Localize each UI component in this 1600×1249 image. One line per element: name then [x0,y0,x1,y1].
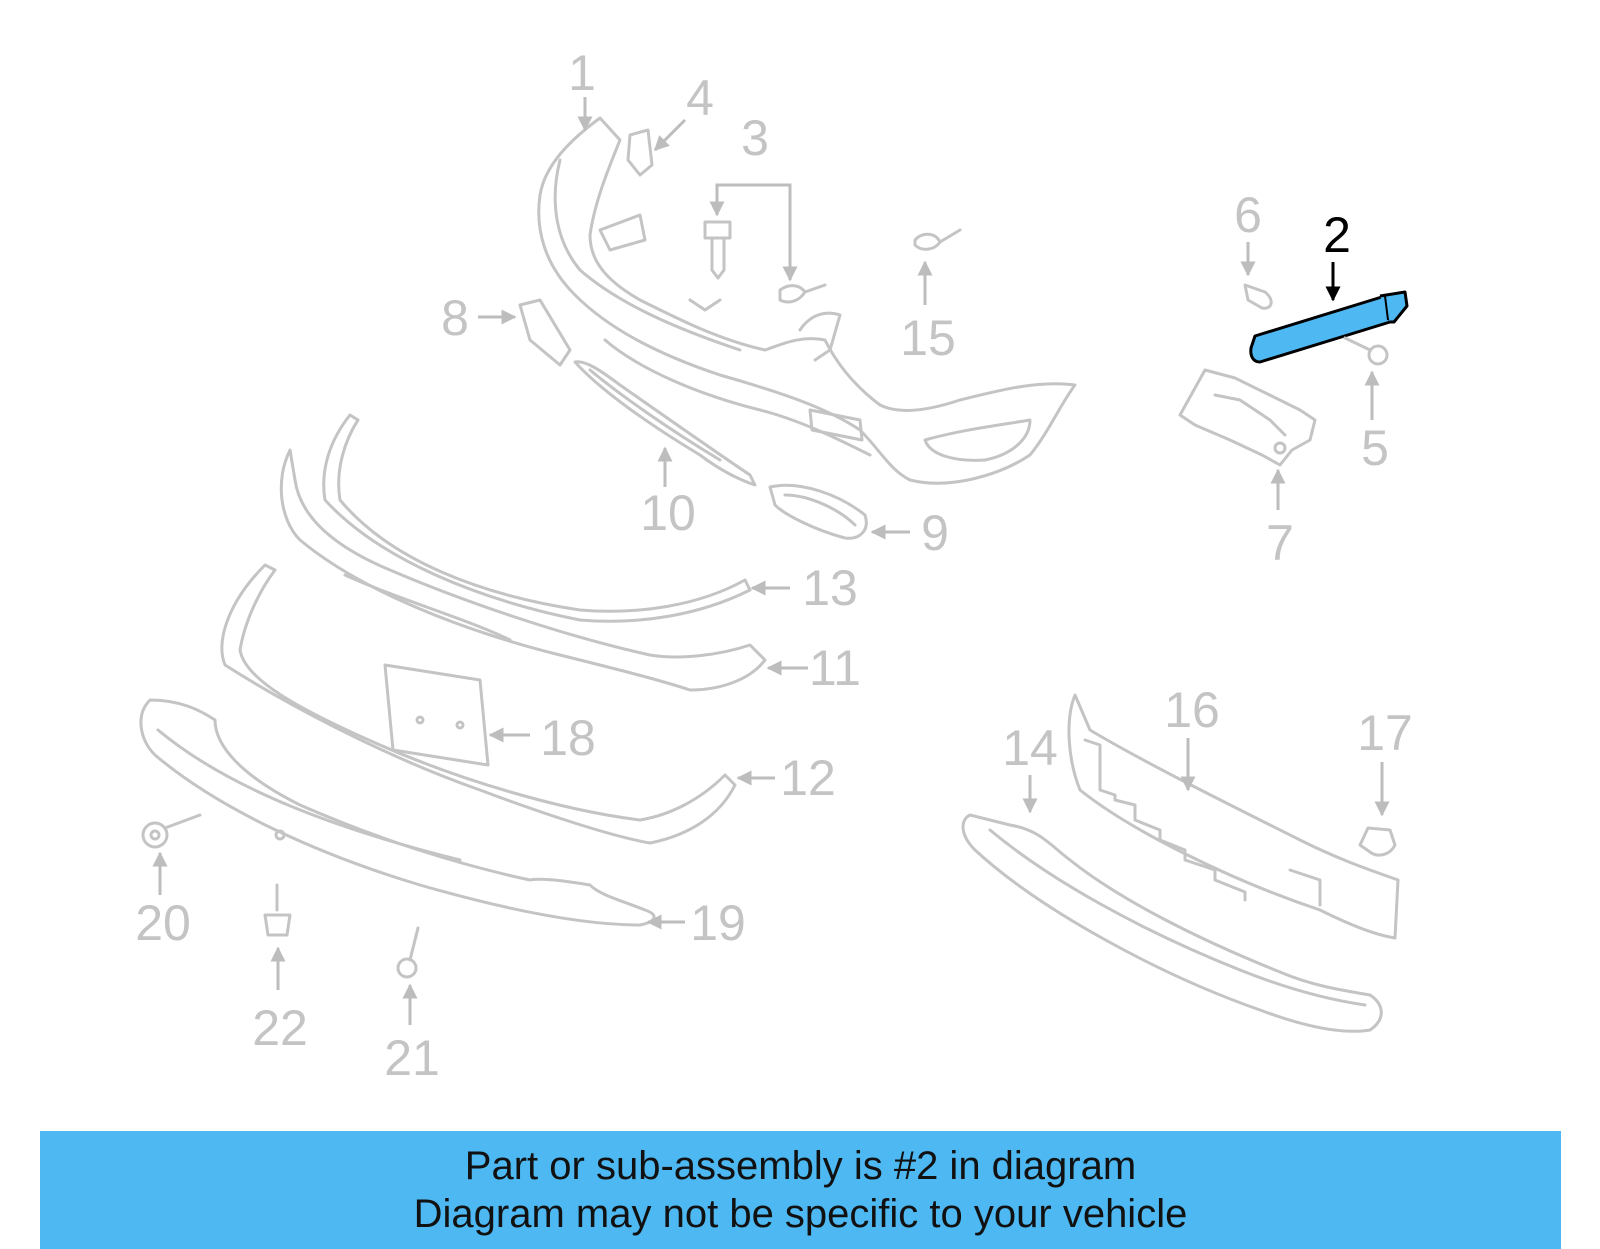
part-2-bracket-highlighted[interactable] [1249,290,1409,364]
callout-10: 10 [640,485,696,541]
callout-16: 16 [1164,682,1220,738]
part-15-screw [913,228,962,251]
part-1-bumper-cover [537,116,1077,485]
part-12-lower-molding [220,563,737,845]
part-8-vent [518,298,572,367]
part-22-push-pin [263,883,292,937]
banner-line-part-number: Part or sub-assembly is #2 in diagram [464,1144,1137,1188]
callout-8: 8 [441,290,469,346]
callout-5: 5 [1361,420,1389,476]
callout-20: 20 [135,895,191,951]
part-21-screw [396,926,420,979]
part-5-bolt [1343,336,1389,366]
callout-15: 15 [900,310,956,366]
callout-7: 7 [1266,515,1294,571]
banner-line-disclaimer: Diagram may not be specific to your vehi… [413,1192,1188,1236]
callout-4: 4 [686,70,714,126]
part-13-upper-strip [322,413,752,623]
part-17-push-clip [1358,826,1397,857]
part-16-reinforcement [1067,693,1400,940]
callout-3: 3 [741,110,769,166]
callout-2: 2 [1323,207,1351,263]
callout-11: 11 [809,640,861,696]
part-18-license-bracket [383,663,490,767]
callout-17: 17 [1357,705,1413,761]
part-3-screws [703,220,827,304]
callout-22: 22 [252,1000,308,1056]
part-6-clip [1243,283,1273,310]
callout-12: 12 [780,750,836,806]
part-19-lower-valance [139,698,656,927]
callout-21: 21 [384,1030,440,1086]
part-4-clip [626,128,654,177]
part-9-fog-vent [768,483,868,540]
callout-13: 13 [802,560,858,616]
info-banner: Part or sub-assembly is #2 in diagram Di… [40,1131,1561,1249]
callout-6: 6 [1234,187,1262,243]
callout-14: 14 [1002,720,1058,776]
part-7-mounting-bracket [1178,368,1317,467]
callout-18: 18 [540,710,596,766]
callout-1: 1 [568,45,596,101]
part-11-molding [279,448,767,692]
part-10-grille [573,360,757,487]
callout-19: 19 [690,895,746,951]
callout-9: 9 [921,505,949,561]
part-20-screw [141,813,202,849]
part-14-absorber [961,813,1383,1033]
